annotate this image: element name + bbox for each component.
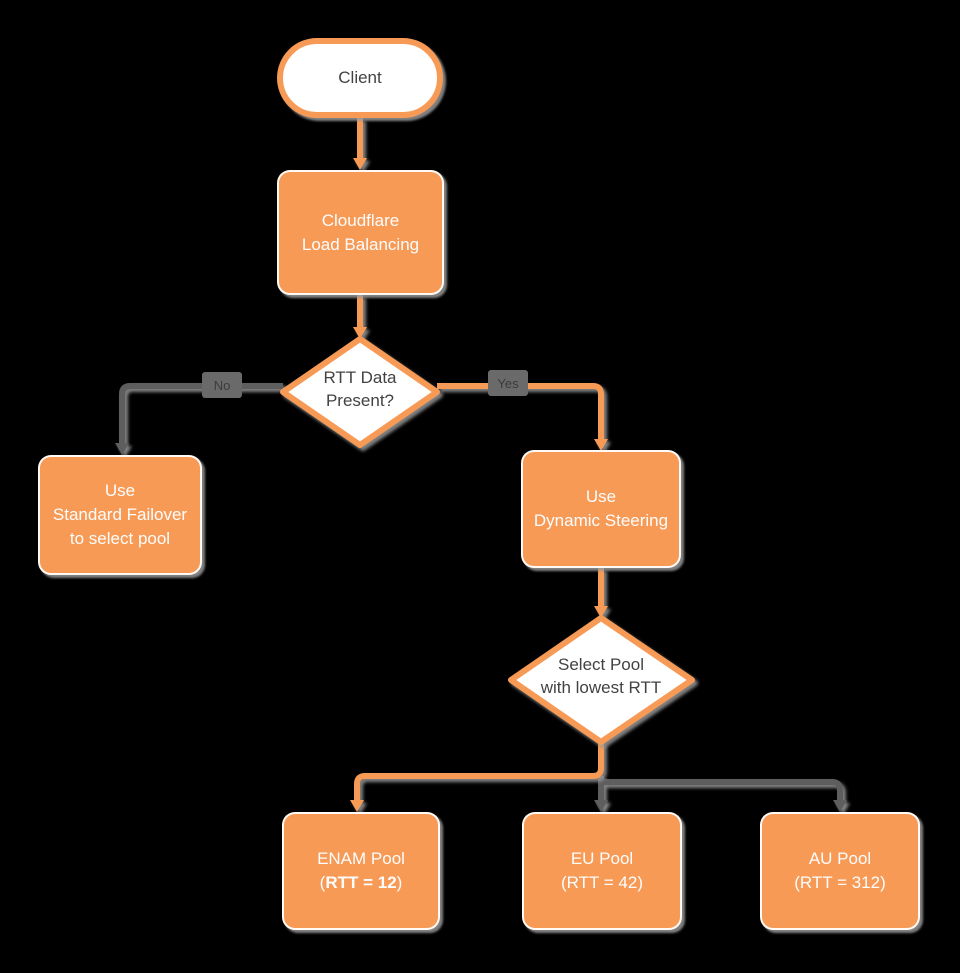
edge-label-yes: Yes (488, 370, 528, 396)
arrowhead-to-dynamic-icon (594, 439, 608, 451)
node-enam-paren-close: ) (396, 873, 403, 892)
node-eu-pool: EU Pool (RTT = 42) (522, 812, 682, 930)
node-eu-line2: (RTT = 42) (560, 873, 644, 892)
node-cloudflare-line2: Load Balancing (301, 234, 420, 254)
node-use-standard-failover: Use Standard Failover to select pool (38, 455, 202, 575)
decision-select-pool-shape (508, 615, 695, 745)
node-dynamic-line2: Dynamic Steering (533, 511, 669, 530)
node-enam-rtt-value: RTT = 12 (325, 873, 397, 892)
node-au-line1: AU Pool (808, 849, 872, 869)
node-enam-line1: ENAM Pool (317, 849, 405, 869)
node-dynamic-line1: Use (585, 487, 617, 507)
arrowhead-to-select-icon (594, 606, 608, 618)
node-client: Client (277, 38, 443, 118)
arrowhead-to-failover-icon (115, 443, 129, 455)
node-au-pool: AU Pool (RTT = 312) (760, 812, 920, 930)
edge-yes-line (437, 383, 604, 441)
node-enam-paren-open: ( (319, 873, 326, 892)
decision-rtt-data-present-shape (280, 336, 440, 448)
edge-to-au-line (601, 779, 843, 803)
arrowhead-to-enam-icon (350, 800, 364, 812)
edge-no-line (119, 383, 283, 446)
node-failover-line2: Standard Failover (52, 505, 188, 525)
node-au-line2: (RTT = 312) (794, 873, 886, 892)
gray-connectors (119, 383, 843, 803)
orange-arrowheads (350, 158, 608, 812)
node-cloudflare-line1: Cloudflare (321, 210, 400, 230)
node-cloudflare-load-balancing: Cloudflare Load Balancing (277, 170, 444, 295)
arrowhead-to-eu-icon (594, 800, 608, 812)
node-failover-line1: Use (104, 481, 136, 501)
node-failover-line3: to select pool (69, 528, 171, 548)
arrowhead-to-decision-icon (353, 327, 367, 339)
gray-arrowheads (115, 443, 847, 812)
arrowhead-to-lb-icon (353, 158, 367, 170)
node-enam-line2: (RTT = 12) (320, 871, 403, 895)
orange-connectors (354, 118, 604, 802)
node-use-dynamic-steering: Use Dynamic Steering (521, 450, 681, 568)
node-client-label: Client (338, 68, 382, 88)
arrowhead-to-au-icon (833, 800, 847, 812)
edge-label-no: No (202, 372, 242, 398)
edge-to-enam-line (354, 742, 604, 802)
node-eu-line1: EU Pool (570, 849, 634, 869)
node-enam-pool: ENAM Pool (RTT = 12) (282, 812, 440, 930)
